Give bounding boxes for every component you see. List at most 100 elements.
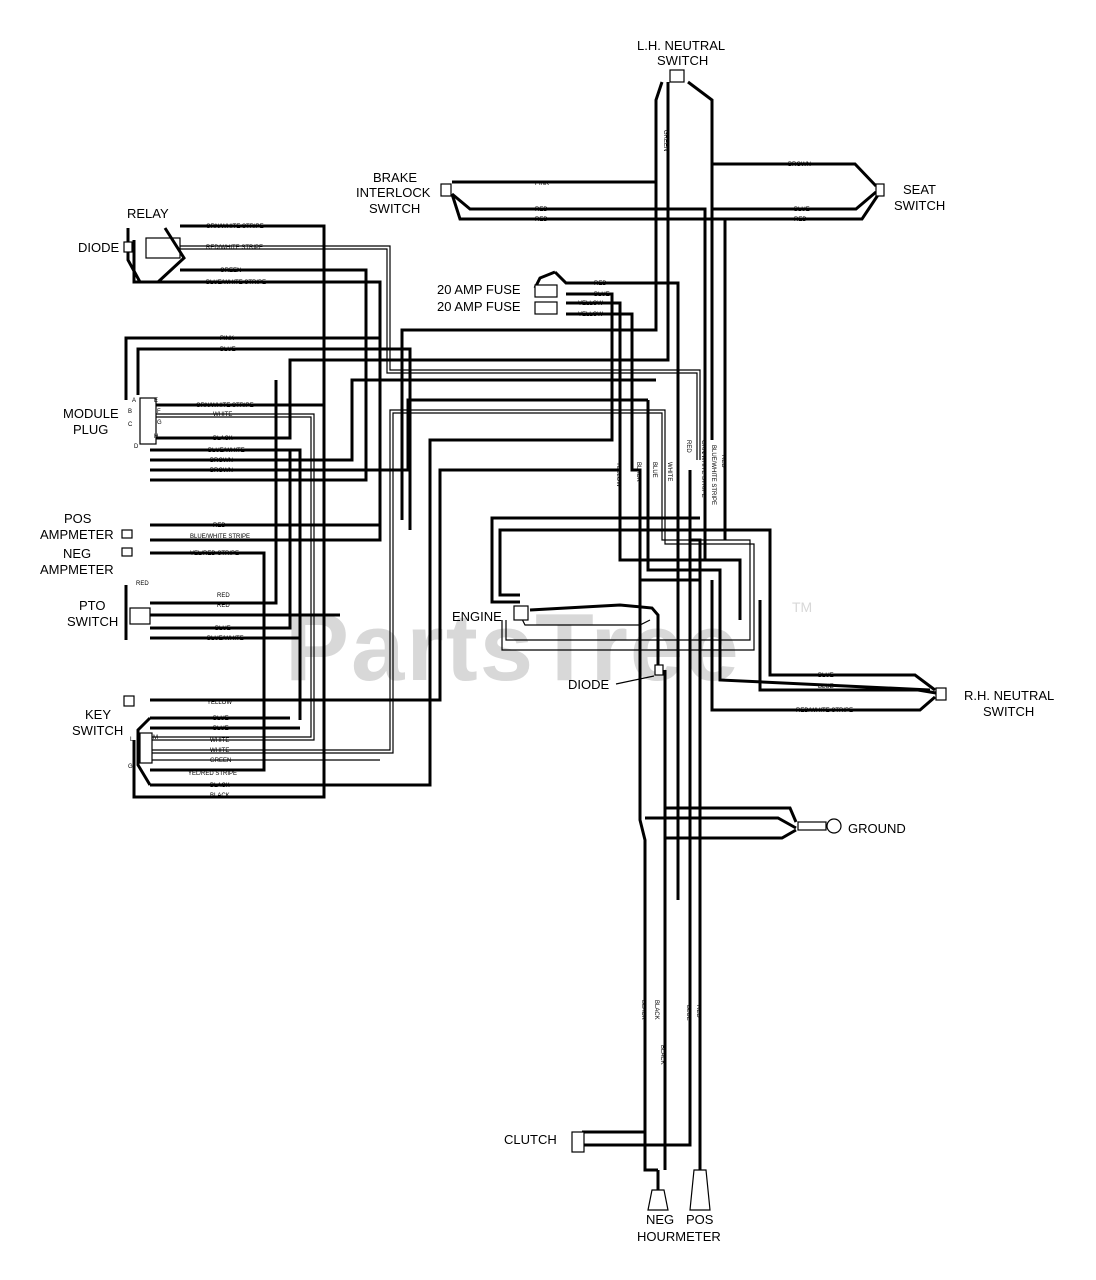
key-pin-g: G [128, 764, 133, 770]
wl-brake-red-1: RED [535, 207, 548, 213]
key-label-1: KEY [85, 707, 111, 722]
wl-fuse-yellow-2: YELLOW [578, 312, 603, 318]
neg-hourmeter-terminal [647, 1189, 669, 1211]
key-bracket [136, 716, 152, 786]
relay-bracket [126, 228, 142, 283]
pos-ampmeter-terminal [121, 529, 133, 539]
engine-label: ENGINE [452, 609, 502, 624]
wl-key-yel-red: YEL/RED STRIPE [188, 771, 237, 777]
hourmeter-label: HOURMETER [637, 1229, 721, 1244]
wire-mod-bluewhite [150, 448, 302, 720]
ground-label: GROUND [848, 821, 906, 836]
pin-letters: A B C D E F G H L M G [128, 398, 162, 770]
wire-relay-1 [150, 224, 326, 407]
thin-wires [150, 245, 755, 761]
fuse-2-icon [534, 301, 558, 315]
wire-relay-2b [180, 248, 698, 460]
wire-engine-loop-2 [490, 516, 700, 604]
wire-mod-blue [136, 347, 412, 530]
wl-v-red-2: RED [720, 455, 726, 468]
lh-neutral-switch-icon [669, 69, 685, 83]
wire-mod-white [150, 413, 315, 741]
diode-leader [615, 675, 655, 685]
wire-fuse-yel-1 [150, 301, 622, 702]
neg-ampmeter-label-1: NEG [63, 546, 91, 561]
wire-ground-2 [665, 806, 798, 823]
module-pin-a: A [132, 398, 136, 404]
wl-seat-red: RED [794, 217, 807, 223]
wire-pto-blue [150, 450, 292, 630]
wl-relay-2: RED/WHITE STRIPE [206, 245, 263, 251]
wl-pto-blue-white: BLUE/WHITE [207, 636, 244, 642]
wire-v-white [505, 470, 751, 641]
wl-pos-red: RED [213, 523, 226, 529]
wl-key-yellow: YELLOW [207, 700, 232, 706]
wire-engine-loop [498, 528, 936, 692]
wl-v-white: WHITE [666, 462, 672, 481]
diode-relay-label: DIODE [78, 240, 120, 255]
wl-hm-black-2: BLACK [653, 1000, 659, 1020]
wire-key-white-b [150, 412, 663, 754]
wl-hm-black-1: BLACK [640, 1000, 646, 1020]
component-labels: L.H. NEUTRAL SWITCH BRAKE INTERLOCK SWIT… [40, 38, 1054, 1244]
wire-lh-right [687, 80, 714, 440]
wire-v-yellow [618, 470, 742, 620]
wire-fuse-red [553, 270, 680, 900]
wl-mod-black: BLACK [213, 436, 233, 442]
wl-lh-vertical: GREEN [662, 130, 668, 151]
neg-hourmeter-label: NEG [646, 1212, 674, 1227]
wl-v-black: BLACK [635, 462, 641, 482]
wire-ground-1 [645, 816, 797, 830]
ground-ring [826, 818, 842, 834]
wire-brake-red-1 [451, 192, 707, 460]
module-plug-label-2: PLUG [73, 422, 108, 437]
wire-brake-red-2 [450, 193, 727, 480]
relay-cross [156, 227, 186, 284]
brake-switch-icon [440, 183, 452, 197]
pto-label-2: SWITCH [67, 614, 118, 629]
brake-label-3: SWITCH [369, 201, 420, 216]
fuse-1-label: 20 AMP FUSE [437, 282, 521, 297]
wl-mod-brown-2: BROWN [210, 468, 233, 474]
wire-relay-3 [150, 268, 368, 482]
wl-key-white-2: WHITE [210, 748, 229, 754]
wl-key-blue-2: BLUE [213, 726, 229, 732]
wire-hm-blue [582, 540, 692, 1147]
pto-label-1: PTO [79, 598, 106, 613]
module-pin-f: F [157, 409, 161, 415]
wire-lh-left [400, 81, 664, 520]
wire-seat-red [725, 194, 880, 221]
wl-mod-white: WHITE [213, 412, 232, 418]
wire-ground-3 [665, 828, 797, 840]
wl-pos-blue-white: BLUE/WHITE STRIPE [190, 534, 250, 540]
wl-hm-red: RED [695, 1005, 701, 1018]
wl-key-black-2: BLACK [210, 793, 230, 799]
relay-diode-icon [123, 241, 133, 253]
wl-brake-red-2: RED [535, 217, 548, 223]
relay-label: RELAY [127, 206, 169, 221]
pos-ampmeter-label-1: POS [64, 511, 92, 526]
wl-seat-brown: BROWN [788, 162, 811, 168]
wl-key-blue: BLUE [213, 716, 229, 722]
module-pin-h: H [154, 434, 158, 440]
wl-fuse-yellow-1: YELLOW [578, 301, 603, 307]
pto-switch-icon [129, 607, 151, 625]
wire-mod-white-b [150, 416, 312, 738]
brake-label-2: INTERLOCK [356, 185, 431, 200]
wire-v-blue [646, 400, 931, 692]
wl-mod-brown-1: BROWN [210, 458, 233, 464]
clutch-icon [571, 1131, 585, 1153]
wl-neg-yel-red: YEL/RED STRIPE [190, 551, 239, 557]
diode-engine-label: DIODE [568, 677, 610, 692]
neg-ampmeter-label-2: AMPMETER [40, 562, 114, 577]
lh-neutral-label-1: L.H. NEUTRAL [637, 38, 725, 53]
watermark: PartsTree [285, 594, 741, 701]
lh-neutral-label-2: SWITCH [657, 53, 708, 68]
wl-fuse-red: RED [594, 281, 607, 287]
key-pin-l: L [130, 737, 134, 743]
wl-pto-red-1: RED [217, 593, 230, 599]
wl-rh-blue-1: BLUE [818, 673, 834, 679]
wire-mod-black [150, 358, 620, 440]
wire-rh-blue [758, 600, 937, 695]
wire-mod-brown-2 [150, 398, 648, 472]
